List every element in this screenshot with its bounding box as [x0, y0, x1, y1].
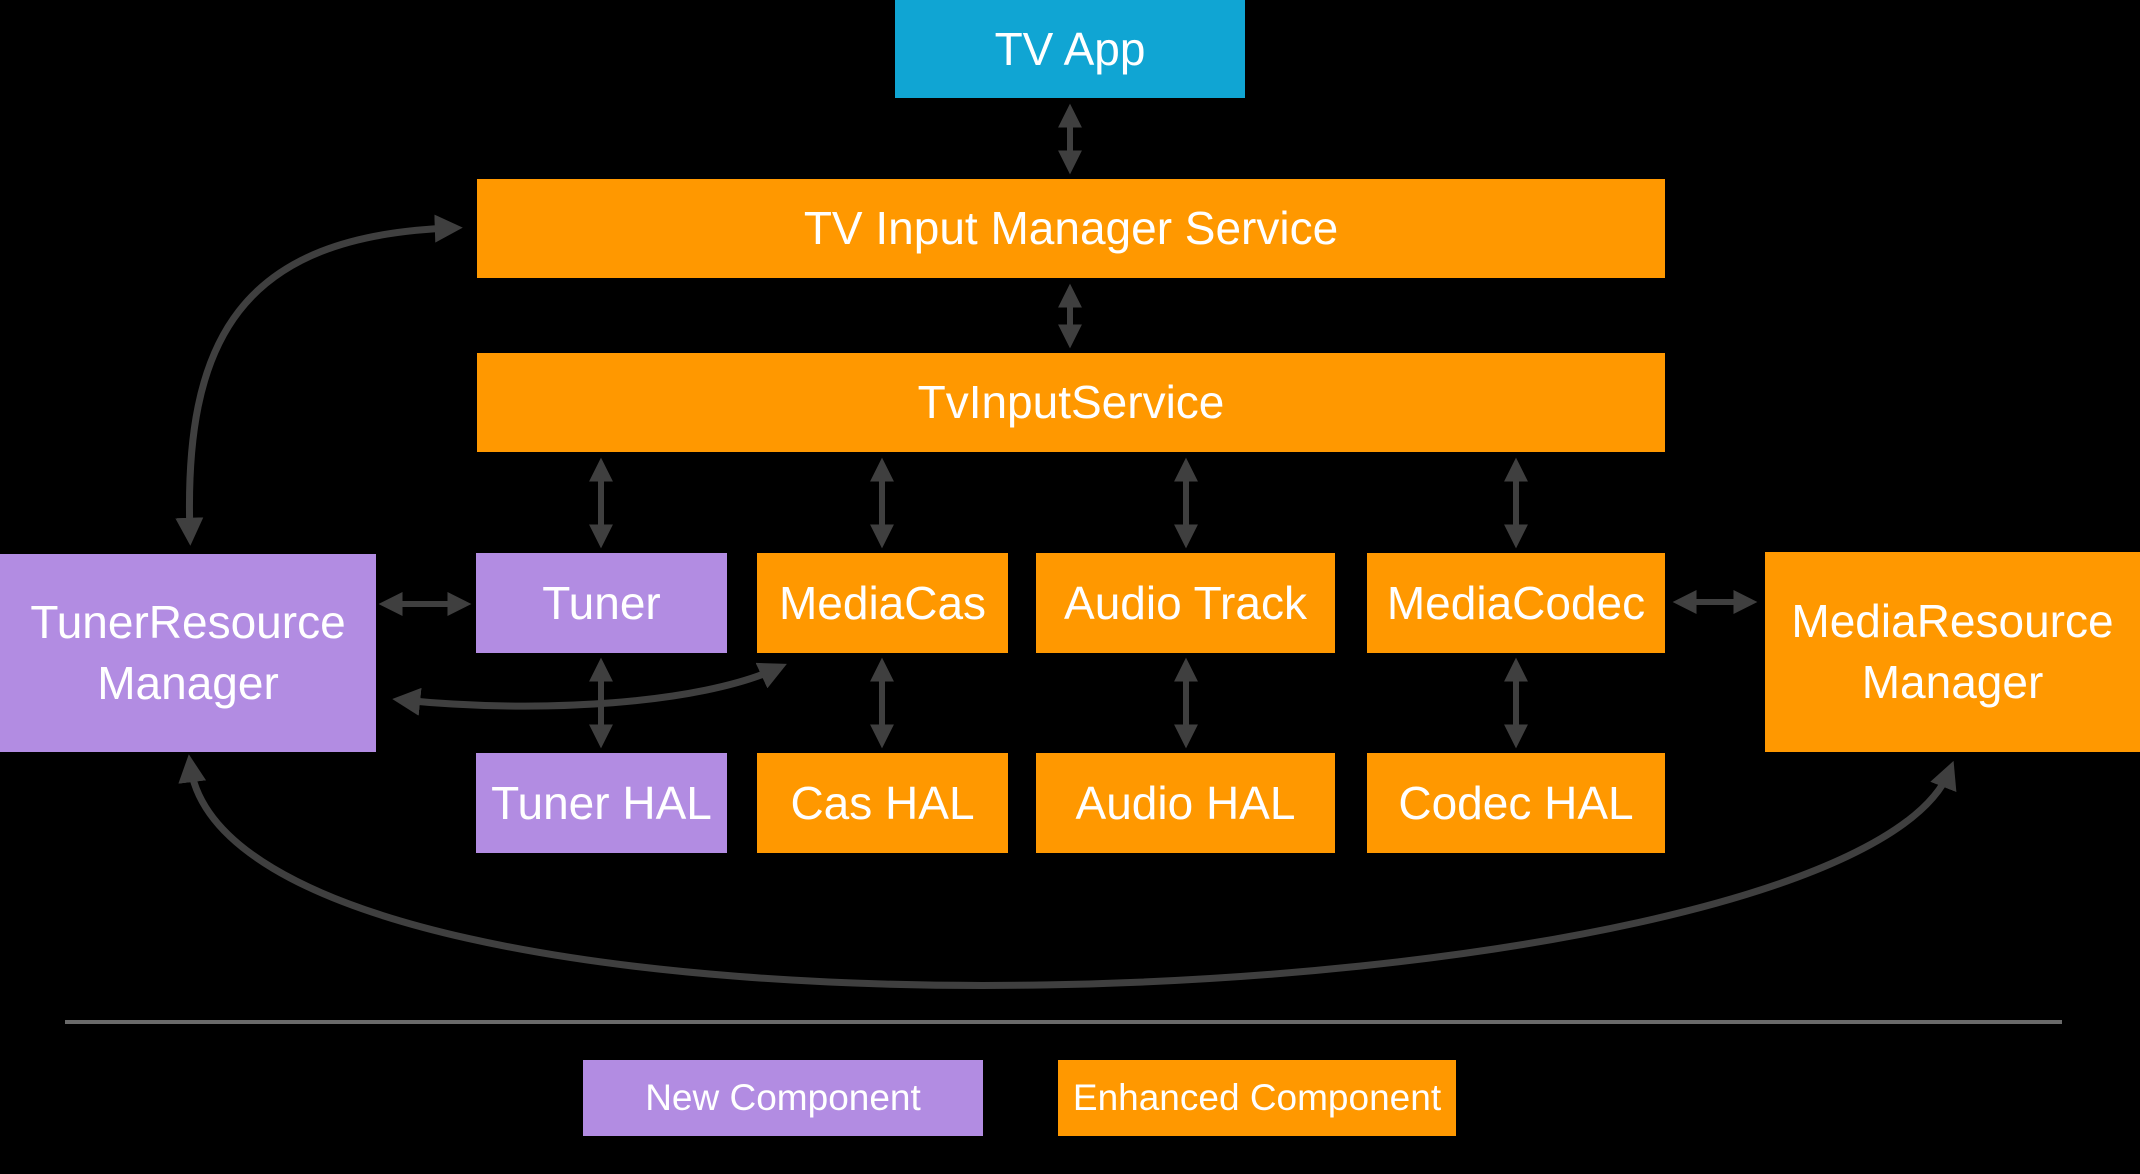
node-tuner-hal: Tuner HAL: [476, 753, 727, 853]
node-media-cas: MediaCas: [757, 553, 1008, 653]
arrow-trm-mediacas-curve: [392, 662, 787, 716]
node-media-codec: MediaCodec: [1367, 553, 1665, 653]
node-tv-input-service: TvInputService: [477, 353, 1665, 452]
node-audio-track: Audio Track: [1036, 553, 1335, 653]
node-tv-app: TV App: [895, 0, 1245, 98]
node-media-resource-manager: MediaResource Manager: [1765, 552, 2140, 752]
node-tuner: Tuner: [476, 553, 727, 653]
arrow-trm-tims-curve: [175, 214, 463, 546]
node-tv-input-manager-service: TV Input Manager Service: [477, 179, 1665, 278]
node-codec-hal: Codec HAL: [1367, 753, 1665, 853]
node-cas-hal: Cas HAL: [757, 753, 1008, 853]
node-tuner-resource-manager: TunerResource Manager: [0, 554, 376, 752]
legend-enhanced-component: Enhanced Component: [1058, 1060, 1456, 1136]
legend-new-component: New Component: [583, 1060, 983, 1136]
node-audio-hal: Audio HAL: [1036, 753, 1335, 853]
